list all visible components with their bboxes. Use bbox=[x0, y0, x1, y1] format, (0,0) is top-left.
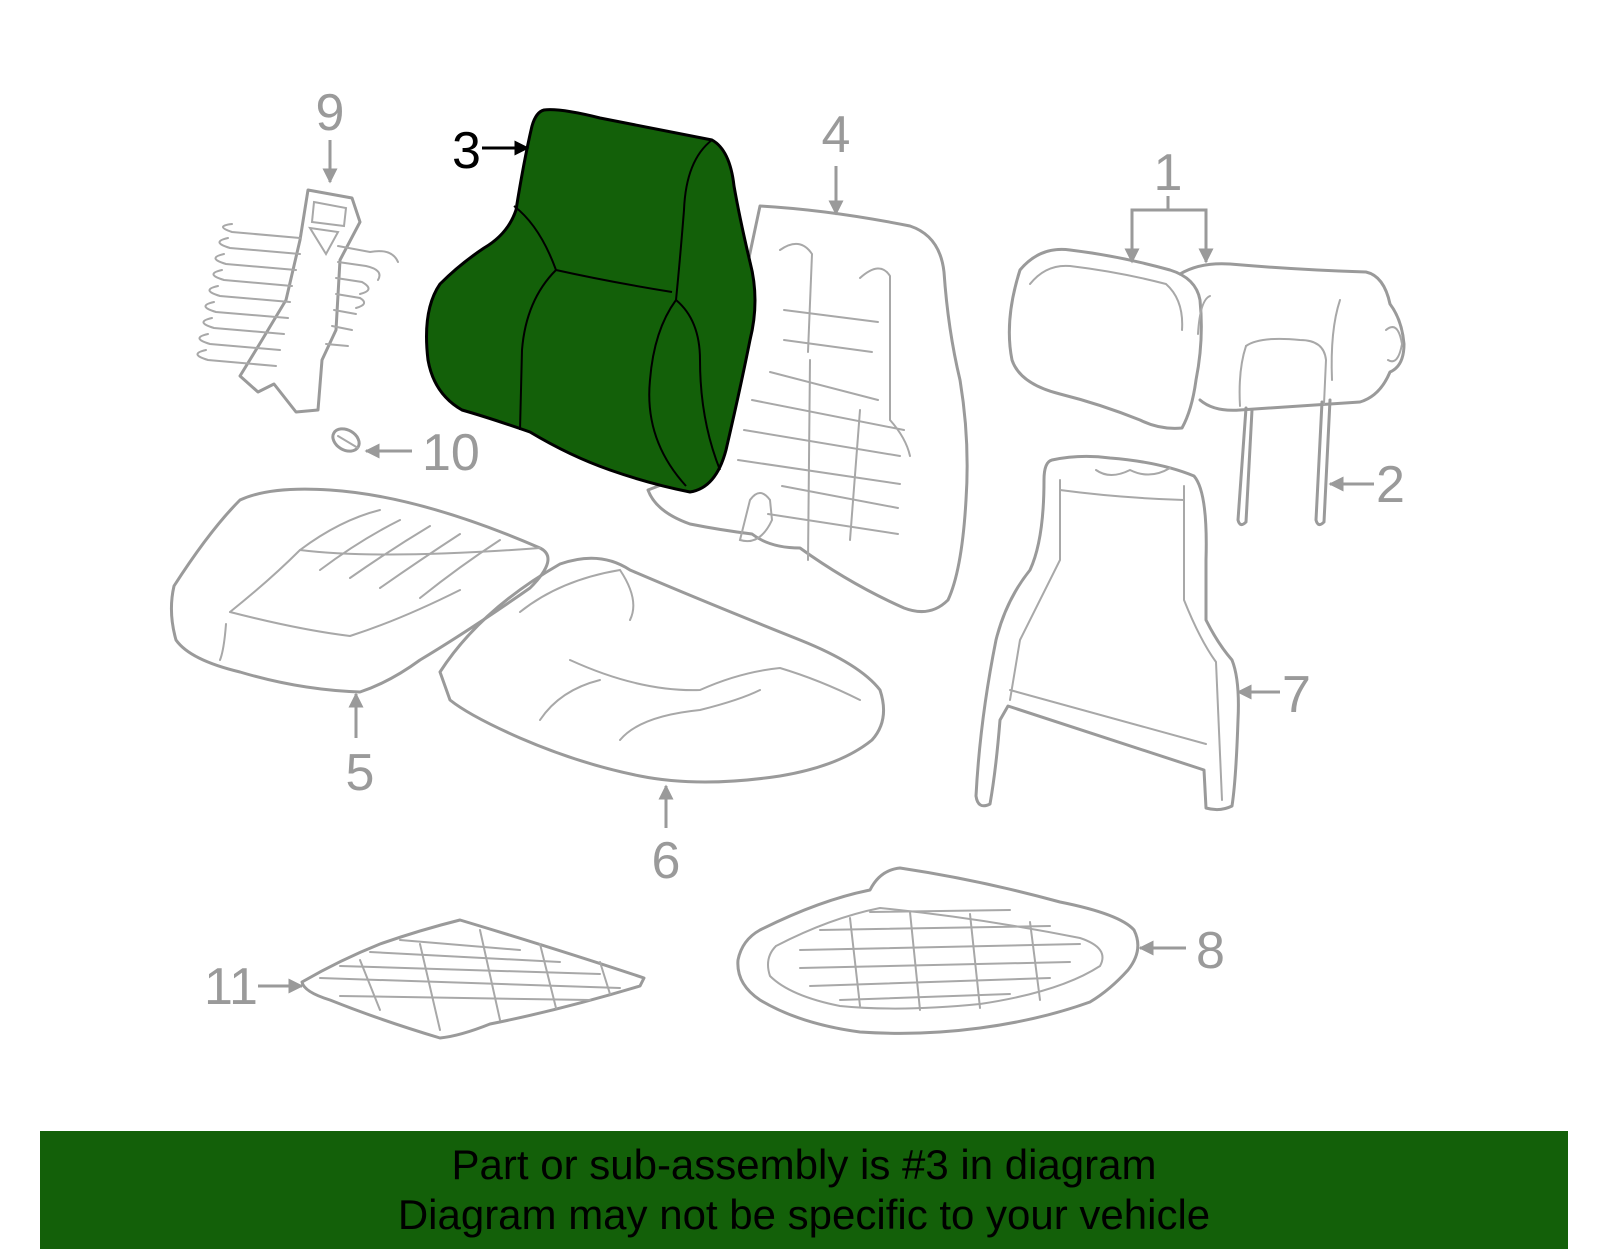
parts-diagram: 9 10 3 4 1 2 7 5 6 8 11 bbox=[169, 84, 1406, 1040]
callout-1: 1 bbox=[1154, 144, 1183, 202]
part-8-cushion-frame[interactable] bbox=[736, 866, 1140, 1035]
part-4-back-pad[interactable] bbox=[646, 204, 969, 614]
part-5-cushion-cover[interactable] bbox=[169, 487, 550, 694]
part-3-back-cover[interactable] bbox=[425, 108, 757, 494]
callout-8: 8 bbox=[1196, 922, 1225, 980]
callout-arrows bbox=[258, 140, 1374, 994]
banner-line-2: Diagram may not be specific to your vehi… bbox=[397, 1191, 1211, 1238]
callout-4: 4 bbox=[822, 106, 851, 164]
part-1-headrest[interactable] bbox=[1007, 247, 1406, 430]
callout-9: 9 bbox=[316, 84, 345, 142]
callout-3: 3 bbox=[452, 122, 481, 180]
info-banner: Part or sub-assembly is #3 in diagram Di… bbox=[40, 1131, 1568, 1249]
arrow-1-bracket bbox=[1130, 208, 1208, 260]
part-6-cushion-pad[interactable] bbox=[438, 556, 886, 784]
callout-10: 10 bbox=[422, 424, 480, 482]
part-9-spring[interactable] bbox=[196, 188, 399, 414]
part-11-mat[interactable] bbox=[300, 918, 646, 1040]
banner-line-1: Part or sub-assembly is #3 in diagram bbox=[451, 1141, 1157, 1188]
part-10-clip[interactable] bbox=[329, 424, 363, 455]
part-2-headrest-guides[interactable] bbox=[1236, 398, 1332, 527]
callout-7: 7 bbox=[1282, 666, 1311, 724]
callout-6: 6 bbox=[652, 832, 681, 890]
callout-5: 5 bbox=[346, 744, 375, 802]
callout-2: 2 bbox=[1376, 456, 1405, 514]
part-7-back-frame[interactable] bbox=[974, 454, 1240, 812]
callout-11: 11 bbox=[204, 958, 258, 1016]
callout-numbers: 9 10 3 4 1 2 7 5 6 8 11 bbox=[204, 84, 1405, 1016]
